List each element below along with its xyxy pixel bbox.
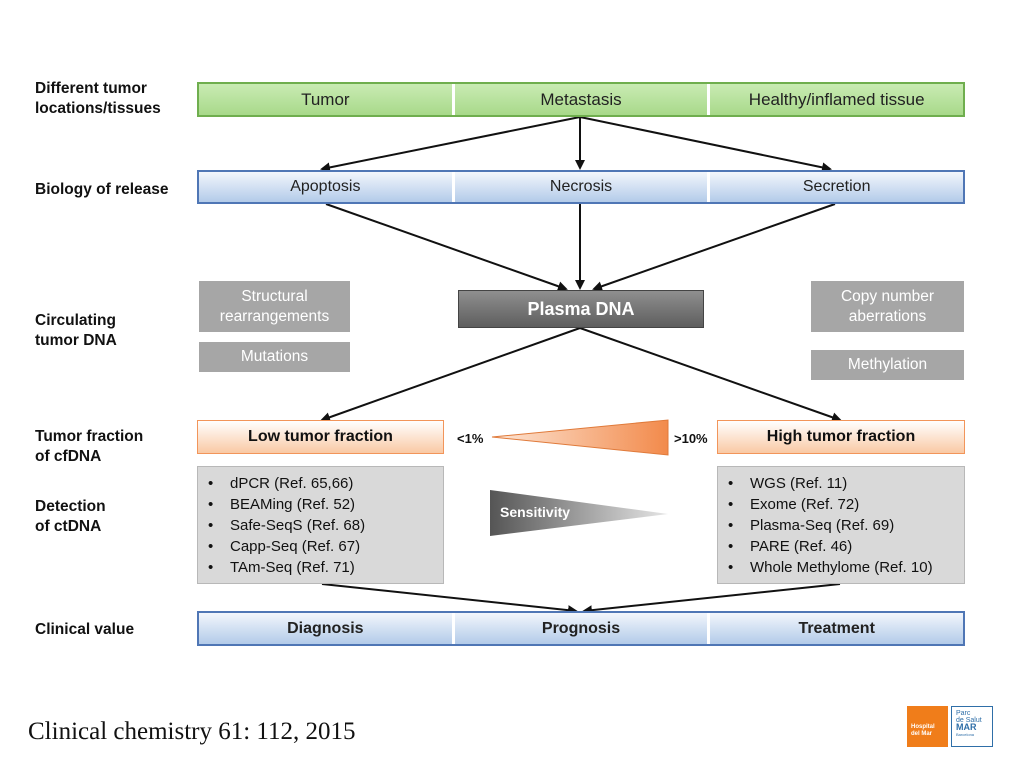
location-healthy-tissue: Healthy/inflamed tissue	[707, 84, 964, 115]
mutations-box: Mutations	[199, 342, 350, 372]
list-item: •Capp-Seq (Ref. 67)	[208, 538, 361, 555]
arrow-metastasis-apoptosis	[320, 116, 581, 173]
clinical-treatment: Treatment	[707, 613, 964, 644]
plasma-dna-box: Plasma DNA	[458, 290, 704, 328]
list-item: •TAm-Seq (Ref. 71)	[208, 559, 355, 576]
copy-number-box: Copy number aberrations	[811, 281, 964, 332]
release-bar: Apoptosis Necrosis Secretion	[197, 170, 965, 204]
arrow-metastasis-secretion	[579, 116, 832, 173]
parc-de-salut-mar-logo: Parc de Salut MAR Barcelona	[951, 706, 993, 747]
list-item: •Plasma-Seq (Ref. 69)	[728, 517, 895, 534]
list-item: •dPCR (Ref. 65,66)	[208, 475, 354, 492]
clinical-value-bar: Diagnosis Prognosis Treatment	[197, 611, 965, 646]
structural-rearrangements-box: Structural rearrangements	[199, 281, 350, 332]
list-item: •BEAMing (Ref. 52)	[208, 496, 356, 513]
list-item: •WGS (Ref. 11)	[728, 475, 848, 492]
row-label-biology: Biology of release	[35, 181, 169, 198]
arrow-apoptosis-plasma	[325, 203, 568, 292]
location-metastasis: Metastasis	[451, 84, 708, 115]
arrow-secretion-plasma	[592, 203, 836, 292]
row-label-fraction: Tumor fraction of cfDNA	[35, 428, 144, 465]
list-item: •Exome (Ref. 72)	[728, 496, 860, 513]
high-percent-label: >10%	[674, 431, 708, 446]
release-apoptosis: Apoptosis	[199, 172, 452, 202]
arrow-plasma-high	[579, 327, 842, 423]
row-label-locations: Different tumor locations/tissues	[35, 80, 161, 117]
methylation-box: Methylation	[811, 350, 964, 380]
release-necrosis: Necrosis	[451, 172, 708, 202]
arrow-high-prognosis	[582, 583, 841, 616]
clinical-prognosis: Prognosis	[451, 613, 708, 644]
hospital-del-mar-logo: Hospital del Mar	[907, 706, 948, 747]
low-tumor-fraction-box: Low tumor fraction	[197, 420, 444, 454]
list-item: •Whole Methylome (Ref. 10)	[728, 559, 933, 576]
list-item: •PARE (Ref. 46)	[728, 538, 853, 555]
list-item: •Safe-SeqS (Ref. 68)	[208, 517, 366, 534]
high-tumor-fraction-box: High tumor fraction	[717, 420, 965, 454]
sensitivity-wedge	[490, 490, 668, 536]
arrow-low-prognosis	[321, 583, 578, 616]
row-label-circulating: Circulating tumor DNA	[35, 312, 117, 349]
detection-high-list: •WGS (Ref. 11) •Exome (Ref. 72) •Plasma-…	[717, 466, 965, 584]
arrow-plasma-low	[320, 327, 581, 423]
row-label-detection: Detection of ctDNA	[35, 498, 106, 535]
location-tumor: Tumor	[199, 84, 452, 115]
tumor-fraction-wedge	[491, 419, 669, 456]
detection-low-list: •dPCR (Ref. 65,66) •BEAMing (Ref. 52) •S…	[197, 466, 444, 584]
locations-bar: Tumor Metastasis Healthy/inflamed tissue	[197, 82, 965, 117]
row-label-clinical: Clinical value	[35, 621, 135, 638]
clinical-diagnosis: Diagnosis	[199, 613, 452, 644]
low-percent-label: <1%	[457, 431, 484, 446]
sensitivity-label: Sensitivity	[500, 504, 571, 520]
citation-text: Clinical chemistry 61: 112, 2015	[28, 718, 356, 745]
release-secretion: Secretion	[707, 172, 964, 202]
